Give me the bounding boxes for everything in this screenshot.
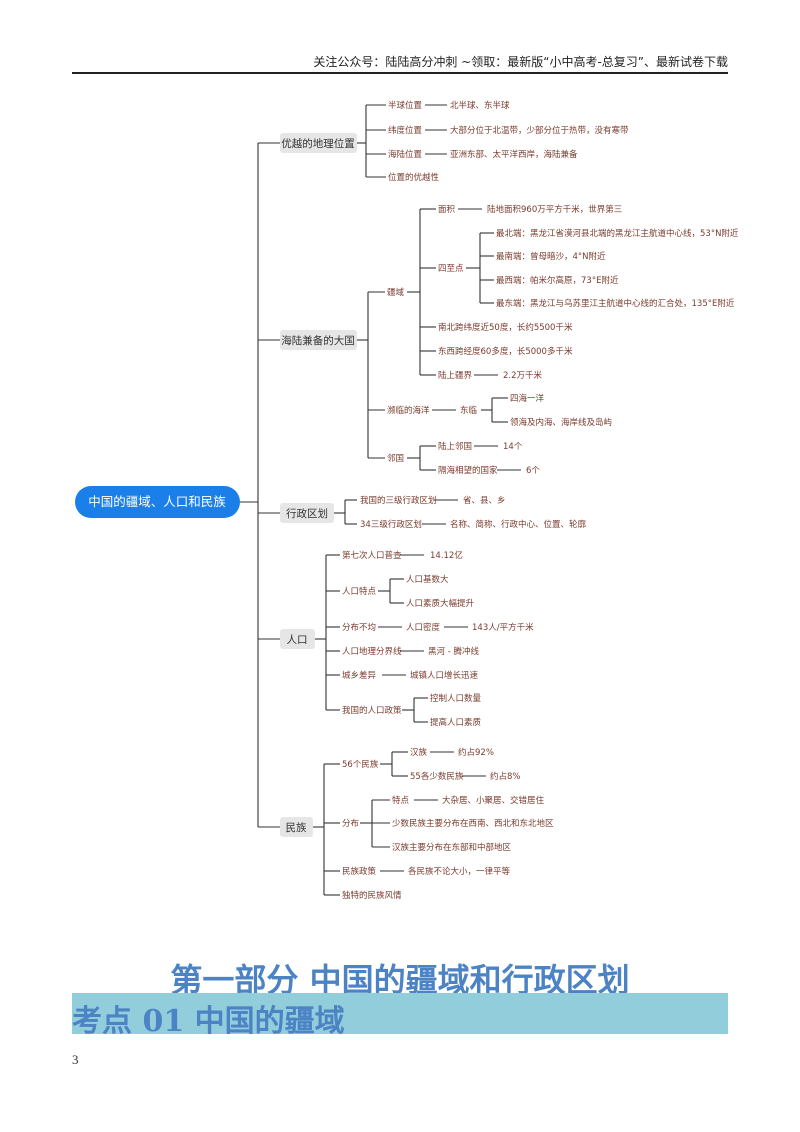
- branch-population-label: 人口: [287, 634, 308, 646]
- mind-map: 中国的疆域、人口和民族 优越的地理位置 海陆兼备的大国 行政区划 人口 民族 半…: [75, 100, 739, 901]
- node-west: 最西端：帕米尔高原，73°E附近: [496, 275, 619, 286]
- node-56-ethnic: 56个民族: [342, 759, 379, 770]
- node-land-border-value: 2.2万千米: [503, 370, 543, 381]
- node-density: 人口密度: [406, 622, 441, 633]
- node-minorities: 55各少数民族: [410, 771, 464, 782]
- section-title: 第一部分 中国的疆域和行政区划: [170, 961, 630, 999]
- node-bordering-seas: 濒临的海洋: [387, 405, 430, 416]
- node-extreme-points: 四至点: [438, 264, 464, 274]
- node-advantage: 位置的优越性: [388, 172, 440, 183]
- node-territorial-sea: 领海及内海、海岸线及岛屿: [510, 417, 613, 428]
- node-south: 最南端：曾母暗沙，4°N附近: [496, 251, 606, 262]
- node-distribution: 分布: [342, 818, 359, 829]
- branch-ethnic-label: 民族: [286, 821, 307, 834]
- node-large-base: 人口基数大: [406, 574, 449, 585]
- node-ew-span: 东西跨经度60多度，长5000多千米: [438, 346, 573, 357]
- node-land-sea-value: 亚洲东部、太平洋西岸，海陆兼备: [450, 149, 578, 160]
- node-control-pop: 控制人口数量: [430, 693, 482, 704]
- node-census-value: 14.12亿: [430, 550, 463, 561]
- node-minority-dist: 少数民族主要分布在西南、西北和东北地区: [392, 818, 554, 829]
- node-34-divisions: 34三级行政区划: [360, 519, 422, 530]
- node-land-neighbors: 陆上邻国: [438, 441, 472, 452]
- node-land-border: 陆上疆界: [438, 370, 473, 381]
- node-urban-rural-value: 城镇人口增长迅速: [410, 670, 479, 681]
- node-quality-up: 人口素质大幅提升: [406, 598, 475, 609]
- node-pop-policy: 我国的人口政策: [342, 705, 402, 716]
- node-east-borders: 东临: [460, 405, 478, 416]
- node-ns-span: 南北跨纬度近50度，长约5500千米: [438, 322, 573, 333]
- page-header: 关注公众号：陆陆高分冲刺 ~领取：最新版“小中高考-总复习”、最新试卷下载: [72, 52, 728, 74]
- branch-territory-box: [280, 330, 357, 350]
- node-land-neighbors-value: 14个: [503, 442, 523, 452]
- root-label: 中国的疆域、人口和民族: [88, 494, 226, 509]
- node-land-sea: 海陆位置: [388, 149, 423, 160]
- branch-admin-box: [280, 503, 334, 523]
- node-han-value: 约占92%: [458, 747, 494, 758]
- node-dividing-line: 人口地理分界线: [342, 646, 402, 657]
- node-dividing-line-value: 黑河 - 腾冲线: [428, 646, 479, 657]
- node-neighbors: 邻国: [387, 453, 404, 464]
- connector-lines: [240, 104, 521, 896]
- node-three-levels: 我国的三级行政区划: [360, 495, 437, 506]
- node-sea-neighbors-value: 6个: [526, 466, 540, 476]
- topic-band: [72, 993, 728, 1034]
- node-dist-feature-value: 大杂居、小聚居、交错居住: [442, 795, 545, 806]
- node-dist-feature: 特点: [392, 795, 410, 806]
- branch-location-box: [280, 133, 357, 153]
- node-urban-rural: 城乡差异: [342, 670, 377, 681]
- node-han-dist: 汉族主要分布在东部和中部地区: [392, 842, 512, 853]
- topic-title: 考点 01 中国的疆域: [72, 1004, 345, 1039]
- branch-admin-label: 行政区划: [286, 507, 328, 520]
- node-latitude-value: 大部分位于北温带，少部分位于热带，没有寒带: [450, 125, 629, 136]
- node-area: 面积: [438, 204, 456, 215]
- node-han: 汉族: [410, 747, 428, 758]
- node-territory: 疆域: [387, 287, 405, 298]
- node-three-levels-value: 省、县、乡: [463, 495, 506, 506]
- node-census: 第七次人口普查: [342, 550, 402, 561]
- node-east: 最东端：黑龙江与乌苏里江主航道中心线的汇合处，135°E附近: [496, 298, 735, 309]
- node-four-seas: 四海一洋: [510, 393, 545, 404]
- node-improve-quality: 提高人口素质: [430, 717, 482, 728]
- branch-territory-label: 海陆兼备的大国: [281, 334, 355, 347]
- node-ethnic-policy-value: 各民族不论大小，一律平等: [408, 866, 511, 877]
- branch-location-label: 优越的地理位置: [281, 137, 355, 150]
- branch-ethnic-box: [280, 817, 313, 837]
- node-34-divisions-value: 名称、简称、行政中心、位置、轮廓: [450, 519, 587, 530]
- node-ethnic-customs: 独特的民族风情: [342, 890, 402, 901]
- node-latitude: 纬度位置: [388, 125, 423, 136]
- branch-population-box: [280, 629, 315, 649]
- node-ethnic-policy: 民族政策: [342, 866, 377, 877]
- node-hemisphere: 半球位置: [388, 100, 423, 111]
- node-area-value: 陆地面积960万平方千米，世界第三: [487, 204, 622, 215]
- node-sea-neighbors: 隔海相望的国家: [438, 465, 498, 476]
- node-hemisphere-value: 北半球、东半球: [450, 100, 510, 111]
- node-minorities-value: 约占8%: [490, 771, 521, 782]
- root-node: [75, 486, 240, 518]
- node-pop-features: 人口特点: [342, 586, 377, 597]
- node-north: 最北端：黑龙江省漠河县北端的黑龙江主航道中心线，53°N附近: [496, 228, 739, 239]
- node-density-value: 143人/平方千米: [472, 622, 534, 633]
- node-uneven: 分布不均: [342, 622, 376, 633]
- page-number: 3: [72, 1052, 79, 1067]
